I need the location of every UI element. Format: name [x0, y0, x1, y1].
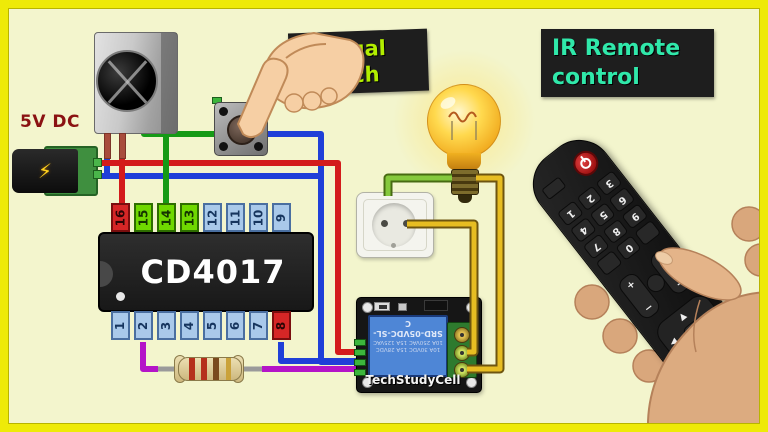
finger [744, 243, 768, 277]
nav-left-icon: ◀ [668, 336, 680, 349]
minus-icon: − [673, 275, 687, 290]
resistor-band [189, 358, 195, 380]
finger [731, 206, 767, 242]
remote-color-button [740, 347, 755, 362]
ic-pin: 3 [157, 311, 176, 340]
button-cap [227, 115, 257, 145]
relay-brand: TechStudyCell [365, 373, 461, 387]
ic-pin: 16 [111, 203, 130, 232]
light-bulb [427, 84, 501, 158]
ir-remote-label-line2: control [552, 65, 640, 90]
ic-pin: 7 [249, 311, 268, 340]
relay-terminal-block [447, 322, 477, 378]
button-pin [254, 142, 263, 151]
relay-markings: 10A 30VDC 15A 28VDC 10A 250VAC 15A 125VA… [372, 318, 444, 352]
ic-pin: 14 [157, 203, 176, 232]
resistor [178, 357, 242, 381]
wire-blue-pin8 [278, 342, 358, 364]
smd-component [374, 302, 390, 311]
relay-header-pin [354, 359, 366, 366]
remote-color-button [760, 373, 768, 388]
socket-hole [381, 220, 388, 227]
ic-pin: 2 [134, 311, 153, 340]
ir-receiver-leg [119, 133, 126, 159]
ic-pin: 13 [180, 203, 199, 232]
ir-receiver-lens [96, 50, 158, 112]
ic-pin: 5 [203, 311, 222, 340]
bulb-screw-base [451, 169, 479, 195]
relay-rating: 10A 250VAC 15A 125VAC [373, 339, 443, 345]
bulb-neck [447, 153, 481, 170]
remote-source-button [541, 176, 567, 201]
mounting-hole [362, 302, 373, 313]
ic-pin: 1 [111, 311, 130, 340]
remote-color-button [730, 335, 745, 350]
ic-pin: 11 [226, 203, 245, 232]
resistor-band [213, 358, 219, 380]
lightning-bolt-icon: ⚡ [37, 159, 53, 183]
knuckle [284, 93, 304, 113]
button-pin [219, 107, 228, 116]
ic-pin: 15 [134, 203, 153, 232]
manual-switch-label-line2: Switch [300, 62, 381, 90]
smd-component [398, 303, 407, 311]
relay-header-pin [354, 369, 366, 376]
push-button [214, 102, 268, 156]
relay-header-pin [354, 349, 366, 356]
jack-terminal [93, 170, 102, 179]
jack-terminal [93, 158, 102, 167]
dc-power-jack: ⚡ [12, 149, 78, 193]
finger [602, 318, 638, 354]
mounting-hole [466, 302, 477, 313]
transistor [424, 300, 448, 311]
nav-right-icon: ▶ [703, 308, 716, 321]
terminal-screw [454, 327, 470, 343]
relay-model: SRD-05VDC-SL-C [373, 319, 443, 338]
plus-icon: + [623, 277, 638, 292]
ic-pin: 6 [226, 311, 245, 340]
ir-receiver-leg [104, 133, 111, 159]
mounting-hole [362, 377, 373, 388]
remote-power-button [568, 145, 604, 181]
wire-purple-pin2 [140, 342, 158, 372]
relay-rating: 10A 30VDC 15A 28VDC [375, 346, 441, 352]
cd4017-ic: CD4017 [98, 232, 314, 312]
nav-up-icon: ▲ [676, 310, 689, 323]
button-pin [254, 107, 263, 116]
resistor-band [201, 358, 207, 380]
nav-down-icon: ▼ [695, 334, 707, 347]
ir-remote-label: IR Remote control [541, 29, 714, 97]
button-pin [219, 142, 228, 151]
relay: 10A 30VDC 15A 28VDC 10A 250VAC 15A 125VA… [368, 315, 448, 377]
socket-screw [391, 243, 396, 248]
ir-receiver-shade [161, 33, 177, 133]
relay-header-pin [354, 339, 366, 346]
manual-switch-label: Manual Switch [287, 28, 430, 96]
ic-notch [100, 261, 113, 287]
ic-pin1-dot [116, 292, 125, 301]
ic-name: CD4017 [140, 253, 286, 291]
ir-remote-label-line1: IR Remote [552, 36, 681, 61]
resistor-band [226, 358, 231, 380]
manual-switch-label-line1: Manual [299, 36, 387, 64]
ic-pin: 8 [272, 311, 291, 340]
power-supply-label: 5V DC [20, 112, 80, 132]
ic-pin: 9 [272, 203, 291, 232]
socket-hole [403, 220, 410, 227]
finger [574, 284, 610, 320]
ic-pin: 4 [180, 311, 199, 340]
bulb-contact-tip [458, 195, 472, 203]
power-icon [578, 155, 594, 172]
minus-icon: − [641, 300, 655, 315]
ic-pin: 10 [249, 203, 268, 232]
plus-icon: + [655, 253, 669, 267]
terminal-screw [454, 345, 470, 361]
ic-pin: 12 [203, 203, 222, 232]
remote-color-button [750, 360, 765, 375]
